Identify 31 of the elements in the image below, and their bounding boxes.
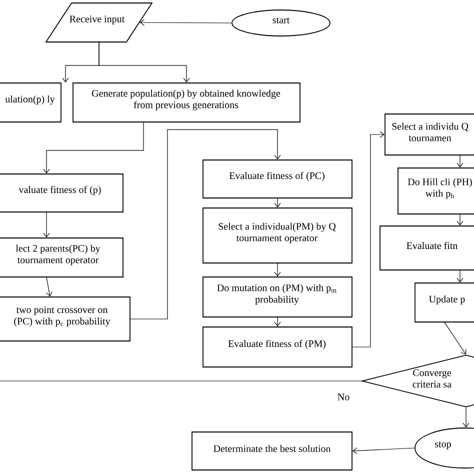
arrow [456, 270, 464, 283]
arrow [46, 277, 52, 297]
arrow [274, 198, 281, 208]
process-box: ulation(p) ly [0, 82, 62, 122]
arrow [274, 317, 281, 327]
arrow [352, 448, 415, 454]
arrow [462, 407, 470, 428]
process-box: valuate fitness of (p) [0, 174, 124, 212]
arrow [98, 42, 190, 83]
process-box: lect 2 parents(PC) by tournament operator [0, 238, 124, 278]
process-box: Select a individu Q tournamen [384, 114, 474, 156]
arrow [130, 129, 281, 320]
arrow [274, 263, 281, 277]
arrow [43, 212, 50, 238]
arrow [444, 322, 466, 355]
arrow [43, 122, 144, 174]
process-box: Evaluate fitn [380, 226, 474, 270]
process-box: Select a individual(PM) by Q tournament operator [202, 208, 352, 264]
arrow [140, 19, 232, 26]
process-box: Do mutation on (PM) with p$_{m}$ probability [202, 276, 352, 318]
process-box: Do Hill cli (PH) with p$_{h}$ [398, 168, 474, 214]
arrow [456, 155, 464, 168]
process-box: Determinate the best solution [192, 432, 352, 470]
edge-label: No [336, 392, 351, 402]
arrow [456, 214, 464, 226]
process-box: Evaluate fitness of (PC) [202, 160, 352, 198]
arrow [352, 131, 385, 348]
process-box: Evaluate fitness of (PM) [202, 326, 352, 368]
process-box: Generate population(p) by obtained knowledge from previous generations [72, 82, 300, 122]
process-box: Update p [414, 282, 474, 322]
process-box: two point crossover on (PC) with p$_{c}$ probability [0, 296, 130, 342]
